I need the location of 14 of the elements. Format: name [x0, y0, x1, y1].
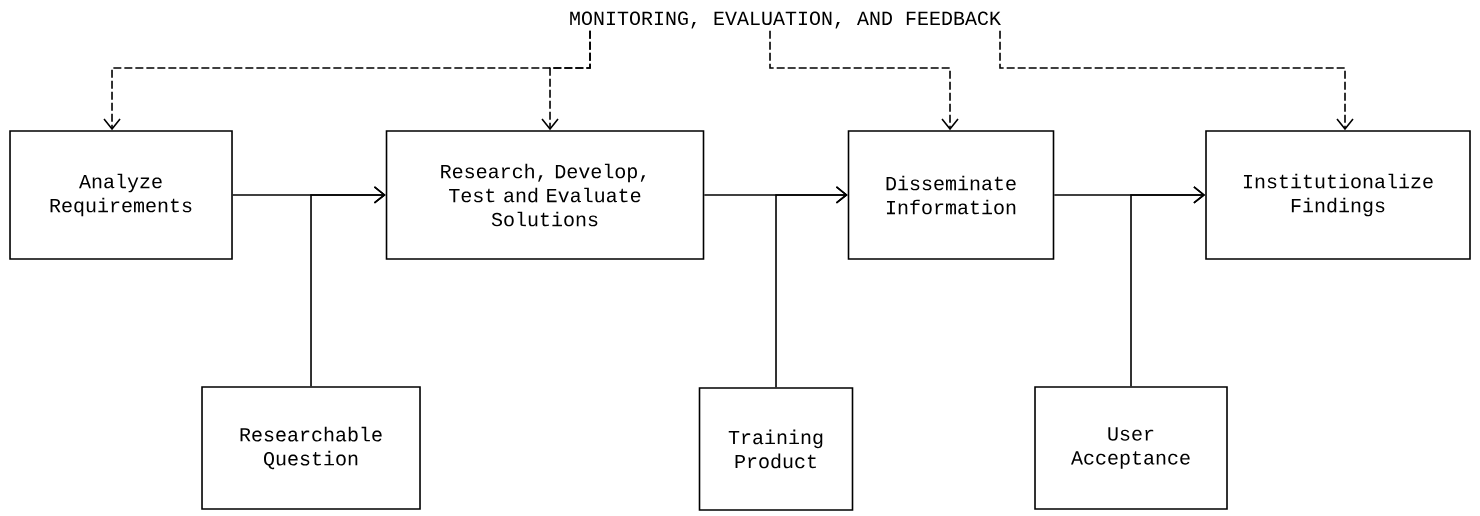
arrow	[769, 29, 959, 131]
process-box: Research, Develop, Test and Evaluate Solutions	[385, 130, 705, 260]
arrow	[1130, 186, 1206, 387]
process-box: Disseminate Information	[847, 130, 1055, 260]
process-box: Training Product	[698, 387, 854, 511]
process-box: Researchable Question	[201, 386, 421, 510]
process-box: Analyze Requirements	[9, 130, 233, 260]
arrow	[999, 29, 1354, 131]
arrow	[775, 186, 848, 388]
process-box: Institutionalize Findings	[1205, 130, 1471, 260]
arrow	[541, 29, 591, 131]
arrow	[310, 186, 386, 387]
process-box: User Acceptance	[1034, 386, 1228, 510]
heading-text: MONITORING, EVALUATION, AND FEEDBACK	[570, 11, 1001, 29]
